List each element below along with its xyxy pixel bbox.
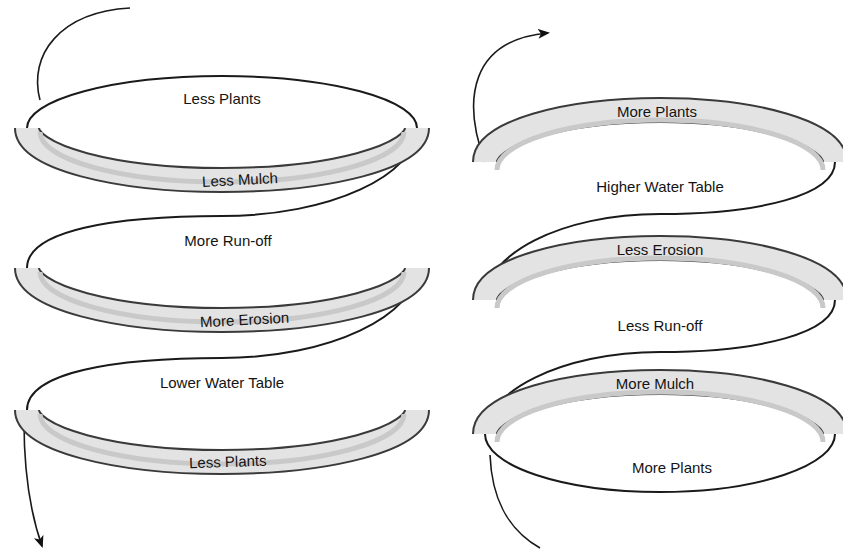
spiral-band-shade bbox=[497, 120, 823, 170]
spiral-label: Less Run-off bbox=[616, 317, 705, 334]
spiral-label: Higher Water Table bbox=[594, 178, 726, 195]
spiral-back-line bbox=[485, 300, 835, 434]
spiral-label: Less Plants bbox=[187, 451, 269, 471]
spiral-label: More Mulch bbox=[614, 375, 696, 392]
spiral-label: Lower Water Table bbox=[158, 374, 286, 391]
spiral-band-shade bbox=[497, 258, 823, 308]
spiral-label: Less Plants bbox=[181, 90, 263, 107]
spiral-back-line bbox=[27, 76, 417, 128]
spiral-tail bbox=[490, 455, 540, 548]
spiral-tail bbox=[38, 8, 130, 100]
spiral-label: More Erosion bbox=[198, 308, 292, 330]
spiral-label: More Run-off bbox=[182, 232, 273, 249]
spiral-label: Less Mulch bbox=[200, 168, 281, 189]
spiral-label: Less Erosion bbox=[615, 241, 706, 258]
spiral-label: More Plants bbox=[615, 103, 699, 120]
spiral-label: More Plants bbox=[630, 459, 714, 476]
spiral-back-line bbox=[27, 268, 417, 410]
spiral-back-line bbox=[27, 128, 417, 268]
spiral-back-line bbox=[485, 162, 835, 300]
spiral-back-line bbox=[485, 434, 835, 492]
spiral-band-shade bbox=[497, 392, 823, 442]
